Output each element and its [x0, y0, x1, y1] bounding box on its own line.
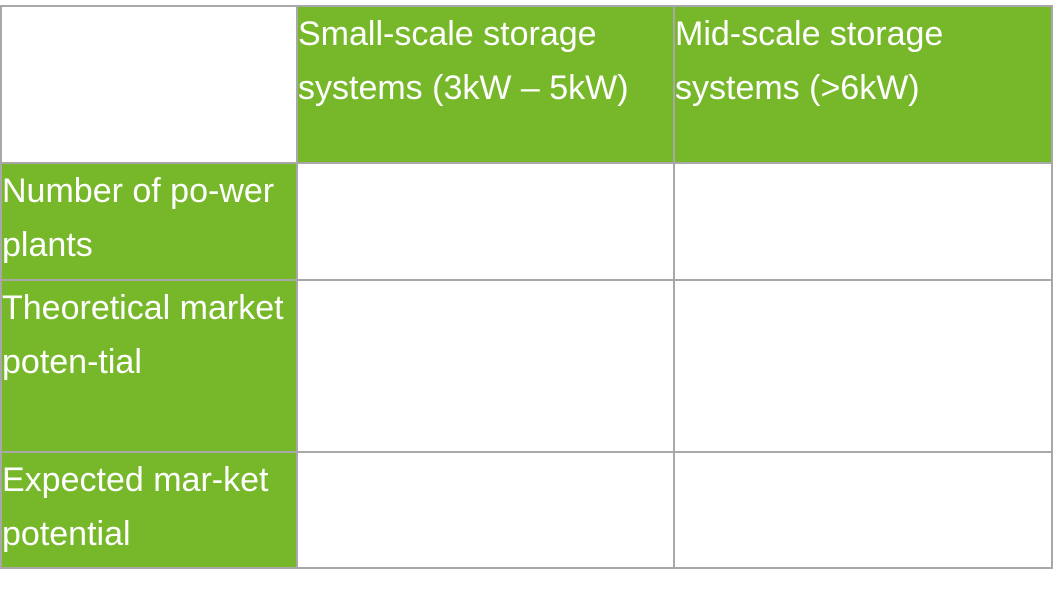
table-cell: EUR 200 – 400 million	[673, 279, 1053, 453]
table-cell: 50,000	[673, 162, 1053, 281]
header-row: Small-scale storage systems (3kW – 5kW) …	[0, 5, 1053, 164]
market-potential-table: Small-scale storage systems (3kW – 5kW) …	[0, 5, 1053, 569]
row-header-power-plants: Number of po-wer plants	[0, 162, 298, 281]
table-cell: EUR 20 – 40 million	[673, 451, 1053, 569]
table-cell: EUR 40 – 50 million	[296, 451, 675, 569]
row-header-theoretical-potential: Theoretical market poten-tial	[0, 279, 298, 453]
table-row: Theoretical market poten-tial EUR 850 – …	[0, 279, 1053, 453]
column-header-small-scale: Small-scale storage systems (3kW – 5kW)	[296, 5, 675, 164]
table-cell: 250,000	[296, 162, 675, 281]
table-row: Expected mar-ket potential EUR 40 – 50 m…	[0, 451, 1053, 569]
table-row: Number of po-wer plants 250,000 50,000	[0, 162, 1053, 281]
corner-cell	[0, 5, 298, 164]
column-header-mid-scale: Mid-scale storage systems (>6kW)	[673, 5, 1053, 164]
row-header-expected-potential: Expected mar-ket potential	[0, 451, 298, 569]
table-cell: EUR 850 – 1,000 million	[296, 279, 675, 453]
